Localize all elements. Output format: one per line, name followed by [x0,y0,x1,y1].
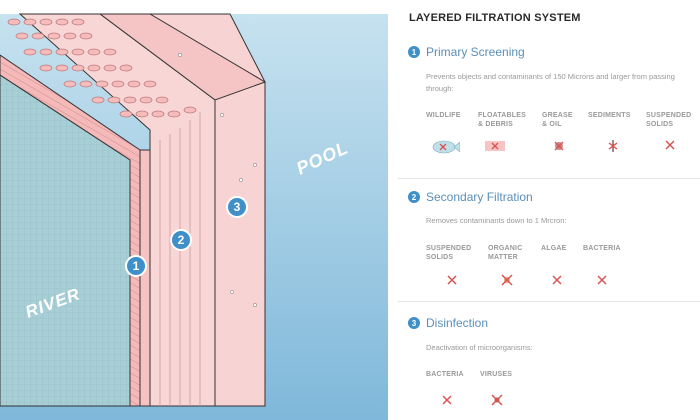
marker-3: 3 [226,196,248,218]
category-organic-matter: ORGANIC MATTER [488,244,522,286]
debris-icon [485,141,505,151]
marker-2: 2 [170,229,192,251]
category-bacteria: BACTERIA [426,370,464,405]
svg-text:1: 1 [133,259,140,273]
category-viruses: VIRUSES [480,370,512,406]
section-title: Disinfection [426,316,489,330]
sediment-icon [608,140,618,152]
panel-title: LAYERED FILTRATION SYSTEM [409,12,581,24]
marker-1: 1 [125,255,147,277]
x-icon [665,140,675,150]
category-suspended-solids: SUSPENDED SOLIDS [426,244,471,285]
svg-text:3: 3 [234,200,241,214]
x-icon [597,275,607,285]
organic-icon [501,274,513,286]
x-icon [442,395,452,405]
section-description: Prevents objects and contaminants of 150… [426,72,675,93]
svg-text:2: 2 [178,233,185,247]
category-bacteria: BACTERIA [583,244,621,285]
category-floatables: FLOATABLES & DEBRIS [478,111,526,151]
fish-icon [432,140,460,154]
category-sediments: SEDIMENTS [588,111,631,152]
category-suspended-solids: SUSPENDED SOLIDS [646,111,691,150]
x-icon [447,275,457,285]
section-title: Secondary Filtration [426,190,533,204]
category-wildlife: WILDLIFE [426,111,461,154]
section-number-badge: 1 [408,46,420,58]
x-icon [552,275,562,285]
category-grease-oil: GREASE & OIL [542,111,573,151]
info-panel: LAYERED FILTRATION SYSTEM 1 Primary Scre… [388,0,700,420]
category-algae: ALGAE [541,244,567,285]
section-description: Removes contaminants down to 1 Mrcron: [426,216,567,225]
divider [398,301,700,302]
river-mesh [0,74,131,407]
grease-icon [554,141,564,151]
layer-2-slab [18,13,216,407]
membrane-tubes [7,18,197,118]
virus-icon [491,394,503,406]
section-description: Deactivation of microorganisms: [426,343,533,352]
section-number-badge: 3 [408,317,420,329]
section-title: Primary Screening [426,45,525,59]
divider [398,178,700,179]
section-number-badge: 2 [408,191,420,203]
filtration-illustration: RIVER POOL 1 2 3 [0,0,388,420]
